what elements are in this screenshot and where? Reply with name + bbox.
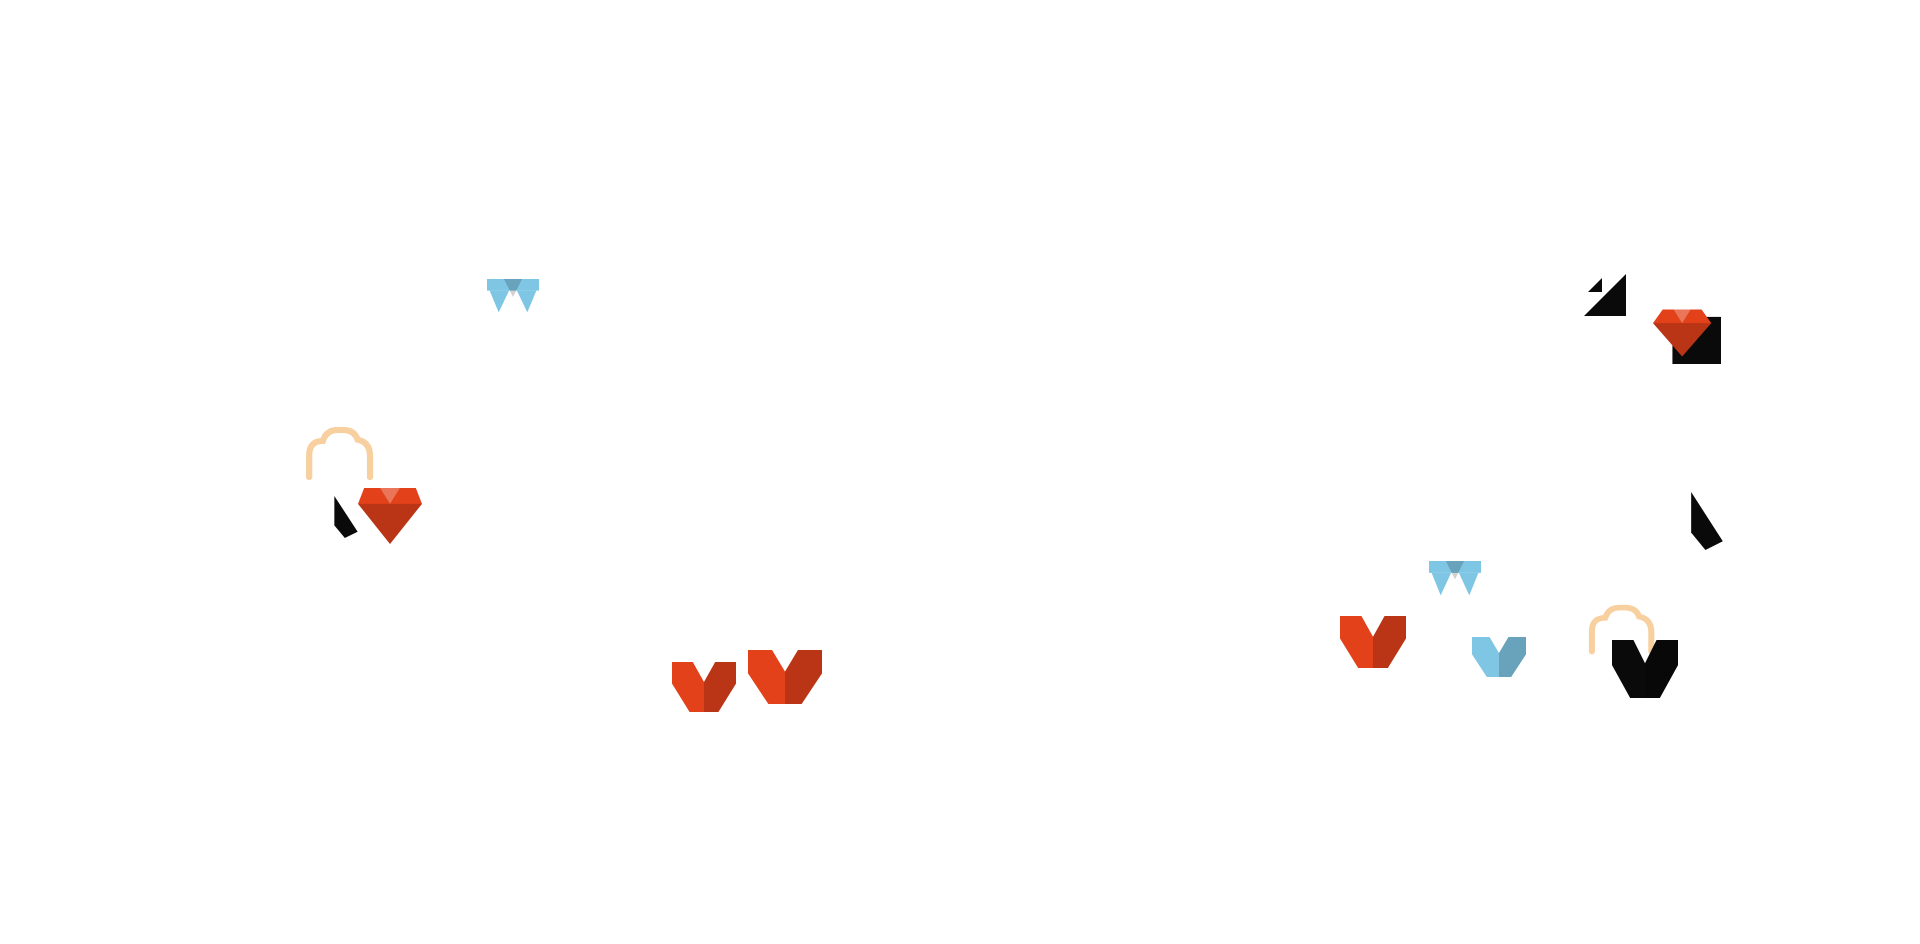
ruby-shape [1653,309,1721,364]
gem_top-shape [1429,561,1481,596]
cursor-shape [334,496,358,538]
gem_bottom-shape [1340,616,1406,668]
gem-chevron-icon[interactable] [1340,616,1406,668]
cursor-arrow-icon [332,496,360,538]
gem_top-shape [487,279,539,313]
gem_bottom-shape [1472,637,1526,677]
gem-chevron-icon[interactable] [672,662,736,712]
gem-chevron-icon[interactable] [1472,637,1526,677]
gem-chevron-icon[interactable] [748,650,822,704]
gem_front-shape [358,488,422,544]
cloud-shape [306,426,374,481]
cursor-shape [1691,492,1723,550]
cursor-arrow-icon [1688,492,1726,550]
sail-triangle-icon [1582,272,1628,318]
diamond-crown-icon[interactable] [1429,561,1481,598]
ruby-logo-icon[interactable] [1653,302,1721,364]
gem_bottom-shape [748,650,822,704]
gem_bottom-shape [672,662,736,712]
gem-chevron-icon[interactable] [1612,640,1678,698]
triangle_br-shape [1584,274,1626,316]
red-gem-icon[interactable] [358,488,422,544]
gem_bottom-shape [1612,640,1678,698]
diamond-crown-icon[interactable] [487,279,539,315]
cloud-shape [1588,604,1655,655]
cloud-outline-icon[interactable] [298,424,380,482]
cloud-outline-icon[interactable] [1581,602,1661,656]
